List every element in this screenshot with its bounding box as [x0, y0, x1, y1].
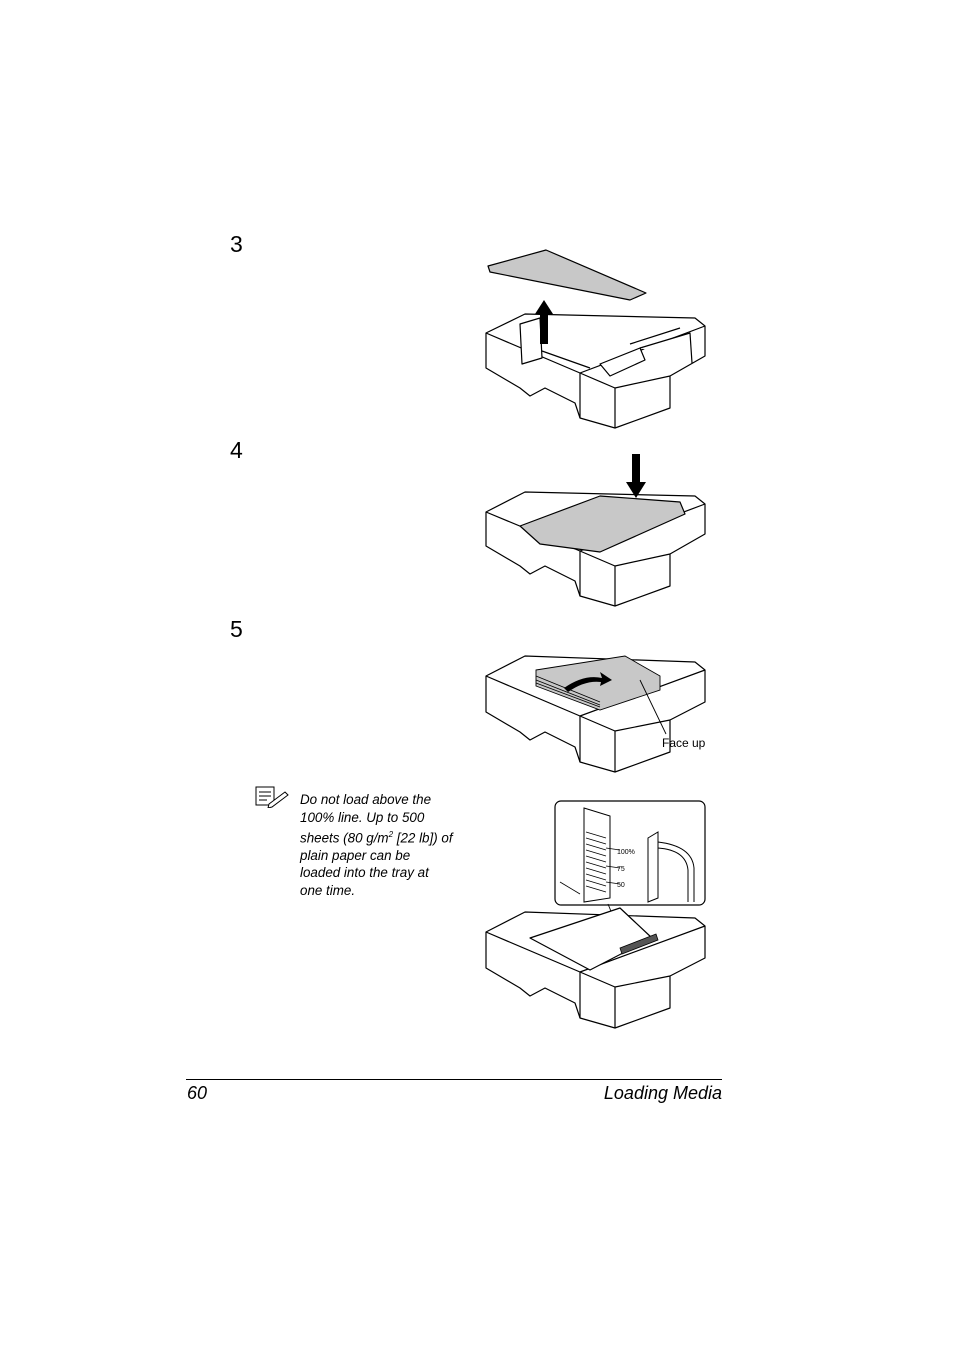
paper-capacity-gauge-illustration: 100% 75 50: [485, 800, 706, 1029]
gauge-label-100: 100%: [617, 849, 635, 856]
step-number-3: 3: [230, 231, 243, 257]
note-line-3: sheets (80 g/m2 [22 lb]) of: [300, 830, 453, 846]
note-text: Do not load above the 100% line. Up to 5…: [300, 791, 470, 899]
footer-section-title: Loading Media: [603, 1083, 722, 1103]
note-line-1: Do not load above the: [300, 792, 432, 807]
note-line-6: one time.: [300, 882, 356, 898]
note-line-5: loaded into the tray at: [300, 865, 429, 881]
note-line-4: plain paper can be: [300, 847, 411, 863]
note-line-2: 100% line. Up to 500: [300, 809, 425, 825]
tray-cover-removal-illustration: [485, 249, 706, 429]
page-number: 60: [187, 1083, 208, 1103]
gauge-label-50: 50: [617, 882, 625, 889]
step-number-4: 4: [230, 437, 243, 463]
note-pencil-icon: [255, 786, 289, 808]
tray-paper-load-illustration: Face up: [485, 655, 706, 773]
gauge-label-75: 75: [617, 866, 625, 873]
footer-rule: [186, 1079, 722, 1080]
tray-plate-press-illustration: [485, 454, 706, 607]
step-number-5: 5: [230, 616, 243, 642]
face-up-label: Face up: [662, 736, 706, 750]
